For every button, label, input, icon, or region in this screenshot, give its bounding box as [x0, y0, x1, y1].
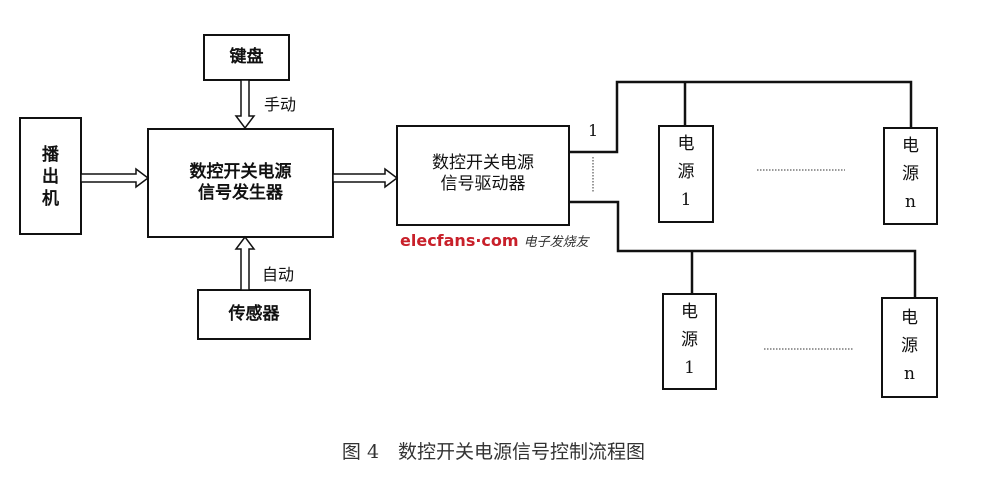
watermark-text: 电子发烧友 — [523, 235, 589, 250]
sensor-box — [197, 289, 311, 340]
driver-node: 数控开关电源 信号驱动器 — [432, 153, 534, 194]
psu-bottom-1-box — [662, 293, 717, 390]
psu-bottom-n-box — [881, 297, 938, 398]
psu-top-1-node: 电 源 1 — [677, 134, 695, 210]
generator-box — [147, 128, 334, 238]
arrow-generator-driver — [332, 167, 399, 189]
sensor-node: 传感器 — [228, 304, 280, 324]
auto-label: 自动 — [262, 265, 295, 284]
player-node: 播 出 机 — [42, 145, 59, 209]
generator-node: 数控开关电源 信号发生器 — [189, 162, 292, 203]
psu-bottom-1-node: 电 源 1 — [681, 302, 698, 378]
driver-box — [396, 125, 570, 226]
arrow-keyboard-generator — [234, 79, 256, 130]
psu-bottom-n-node: 电 源 n — [901, 308, 918, 384]
channel-1-label: 1 — [588, 121, 599, 140]
arrow-sensor-generator — [234, 235, 256, 291]
manual-label: 手动 — [264, 95, 297, 114]
bus-bottom — [569, 200, 917, 298]
watermark-brand: elecfans·com — [400, 231, 519, 250]
keyboard-node: 键盘 — [229, 47, 264, 67]
bus-top — [569, 80, 913, 154]
figure-caption: 图 4 数控开关电源信号控制流程图 — [341, 441, 646, 463]
psu-top-n-node: 电 源 n — [902, 136, 919, 212]
arrow-player-generator — [80, 167, 150, 189]
watermark: elecfans·com 电子发烧友 — [400, 231, 589, 250]
